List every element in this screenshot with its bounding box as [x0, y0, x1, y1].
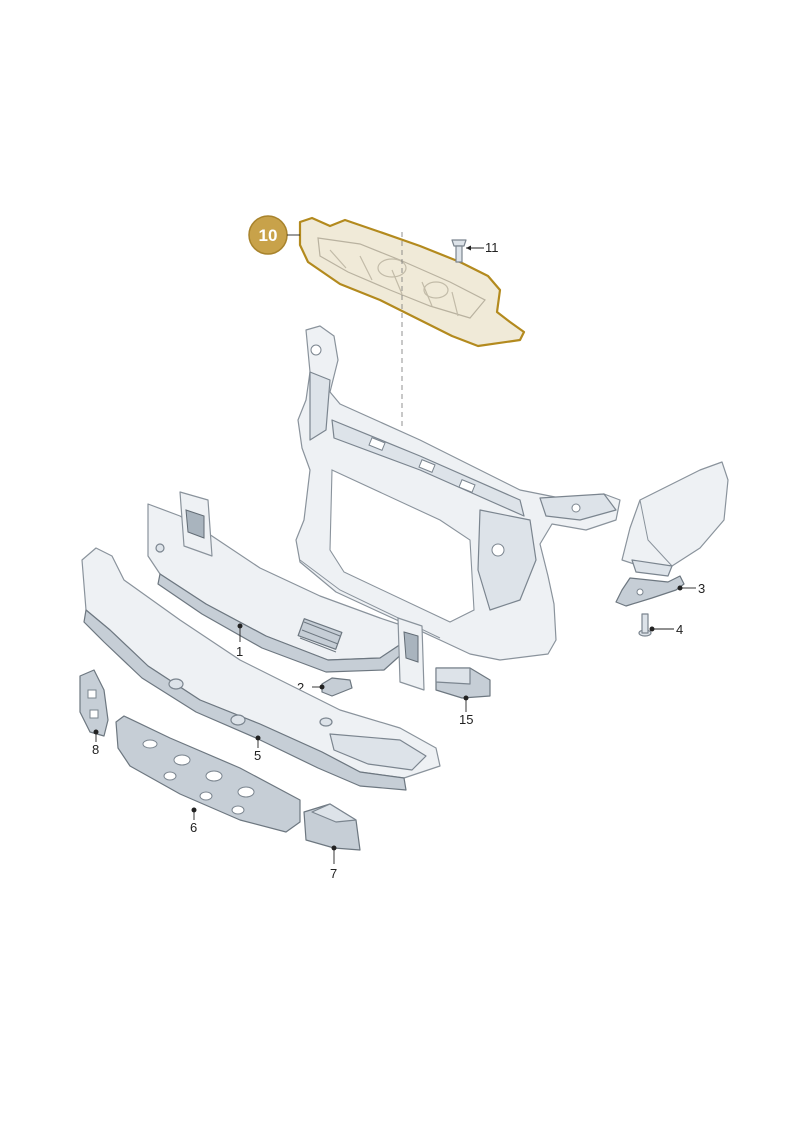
- lock-carrier-frame: [295, 325, 621, 661]
- part-5-energy-absorber[interactable]: 5: [81, 547, 441, 791]
- callout-7: 7: [330, 866, 337, 881]
- callout-4: 4: [676, 622, 683, 637]
- badge-label-10: 10: [259, 226, 278, 245]
- callout-1: 1: [236, 644, 243, 659]
- callout-8: 8: [92, 742, 99, 757]
- callout-15: 15: [459, 712, 473, 727]
- callout-5: 5: [254, 748, 261, 763]
- part-7-cover-cap[interactable]: 7: [303, 803, 361, 881]
- callout-11: 11: [485, 240, 499, 255]
- part-11-clip[interactable]: 11: [451, 239, 499, 263]
- part-6-lower-grille[interactable]: 6: [115, 715, 301, 835]
- part-10-cover-panel[interactable]: [298, 216, 526, 348]
- part-8-side-bracket[interactable]: 8: [79, 669, 109, 757]
- part-10-badge[interactable]: 10: [248, 215, 300, 255]
- callout-2: 2: [297, 680, 304, 695]
- part-2-bolt[interactable]: 2: [297, 677, 353, 697]
- fender-section: [621, 461, 729, 577]
- part-3-bracket[interactable]: 3: [615, 575, 705, 607]
- part-15-bracket[interactable]: 15: [435, 667, 491, 727]
- part-1-bumper-beam[interactable]: 1: [147, 491, 425, 691]
- callout-6: 6: [190, 820, 197, 835]
- callout-3: 3: [698, 581, 705, 596]
- part-4-screw[interactable]: 4: [638, 613, 683, 637]
